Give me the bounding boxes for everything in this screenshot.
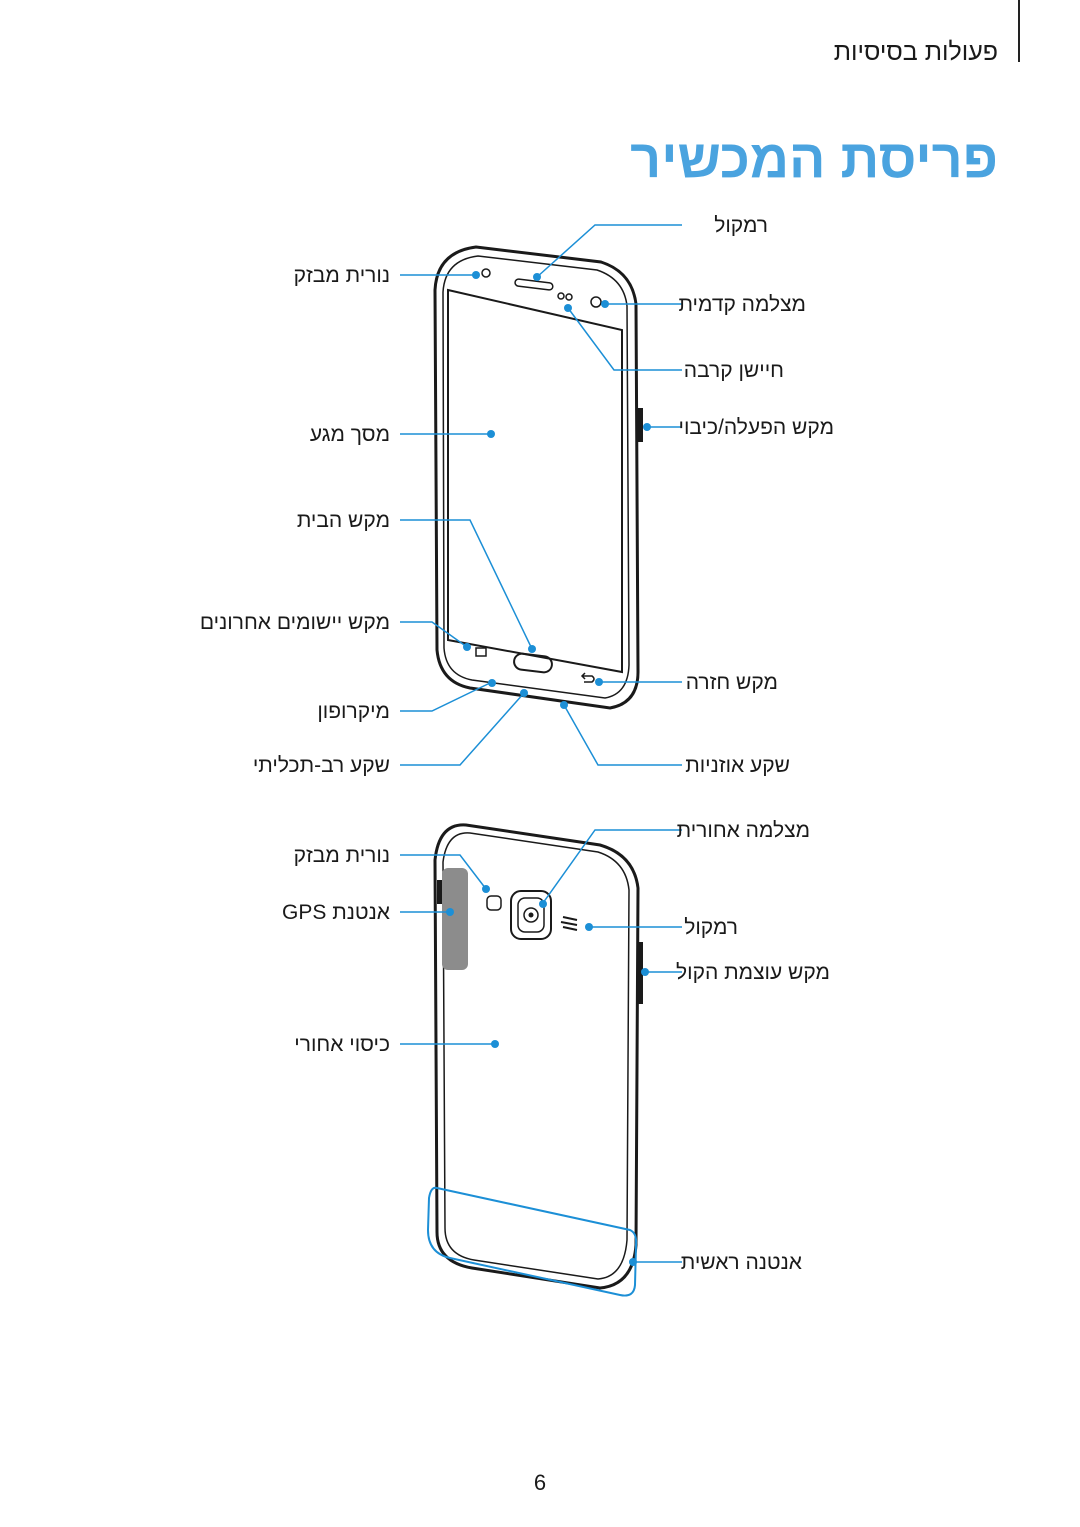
- main-antenna-zone: [426, 1186, 638, 1297]
- label-recent-apps-key: מקש יישומים אחרונים: [199, 611, 390, 634]
- power-key-icon: [638, 408, 643, 442]
- label-speaker: רמקול: [684, 916, 738, 939]
- page-number: 6: [533, 1470, 547, 1495]
- callout-lines: [400, 224, 682, 1263]
- front-phone: [433, 245, 643, 710]
- label-proximity-sensor: חיישן קרבה: [683, 359, 784, 382]
- back-key-icon: [580, 672, 595, 683]
- label-touchscreen: מסך מגע: [309, 423, 390, 446]
- speaker-icon: [560, 916, 578, 931]
- home-key-icon: [513, 652, 553, 674]
- label-multipurpose-jack: שקע רב-תכליתי: [252, 754, 390, 777]
- label-flash: נורית מבזק: [293, 844, 390, 867]
- label-headset-jack: שקע אוזניות: [685, 754, 790, 777]
- label-rear-camera: מצלמה אחורית: [676, 819, 810, 842]
- label-microphone: מיקרופון: [317, 700, 390, 723]
- rear-camera-icon: [510, 890, 552, 940]
- label-gps-antenna: אנטנת GPS: [282, 901, 390, 924]
- callout-dots: [446, 271, 651, 1266]
- label-power-key: מקש הפעלה/כיבוי: [678, 416, 835, 439]
- label-volume-key: מקש עוצמת הקול: [676, 961, 830, 984]
- label-notification-light: נורית מבזק: [293, 264, 390, 287]
- label-back-cover: כיסוי אחורי: [294, 1033, 390, 1056]
- header-rule: [1018, 0, 1020, 62]
- back-phone: [426, 823, 643, 1297]
- notification-light-icon: [481, 268, 491, 278]
- page-title: פריסת המכשיר: [630, 129, 998, 189]
- section-title: פעולות בסיסיות: [833, 38, 998, 66]
- label-main-antenna: אנטנה ראשית: [680, 1251, 802, 1274]
- recent-apps-icon: [475, 647, 487, 657]
- label-earpiece: רמקול: [714, 214, 768, 237]
- label-front-camera: מצלמה קדמית: [678, 293, 806, 316]
- label-back-key: מקש חזרה: [685, 671, 778, 694]
- gps-antenna-area: [442, 868, 468, 970]
- volume-key-icon: [637, 942, 643, 1004]
- label-home-key: מקש הבית: [296, 509, 390, 532]
- flash-icon: [486, 895, 502, 911]
- front-camera-icon: [590, 296, 602, 308]
